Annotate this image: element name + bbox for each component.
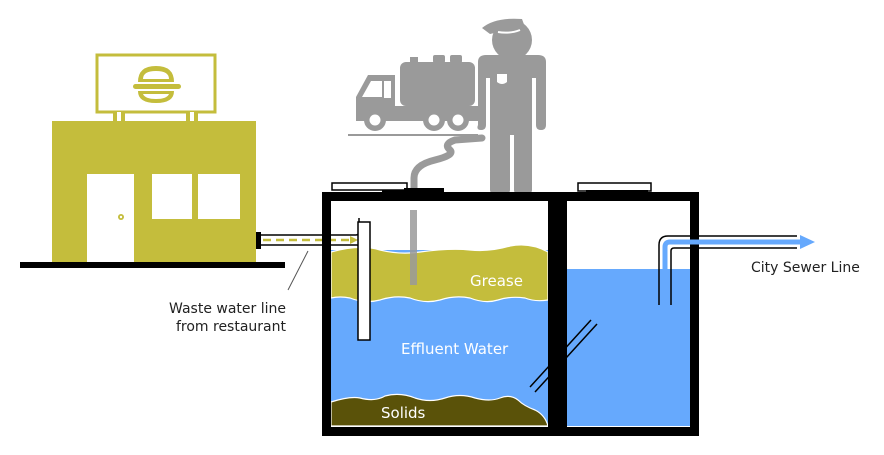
solids-layer [330, 393, 549, 427]
restaurant-building-icon [20, 53, 285, 268]
label-solids: Solids [381, 404, 426, 422]
label-grease: Grease [470, 272, 523, 290]
label-effluent-water: Effluent Water [401, 340, 509, 358]
water-right [567, 269, 690, 426]
access-lid-right [577, 182, 652, 192]
label-city-sewer-line: City Sewer Line [751, 260, 860, 276]
window-left [152, 174, 192, 219]
worker-icon [477, 18, 546, 195]
outlet-pipe [658, 235, 815, 305]
label-waste-water-line-1: Waste water line [169, 301, 286, 317]
window-right [198, 174, 240, 219]
outflow-arrow-icon [800, 235, 815, 249]
grease-trap-tank [322, 182, 699, 436]
inflow-arrow-icon [350, 236, 358, 244]
leader-line [287, 250, 309, 291]
grease-layer [330, 244, 549, 303]
label-waste-water-line-2: from restaurant [176, 319, 287, 335]
pump-truck-icon [348, 55, 480, 136]
door [87, 174, 134, 264]
suction-hose [410, 134, 486, 194]
inlet-pipe [256, 218, 360, 250]
burger-sign-icon [95, 53, 217, 122]
access-lid-left [331, 182, 408, 191]
ground-line [20, 262, 285, 268]
